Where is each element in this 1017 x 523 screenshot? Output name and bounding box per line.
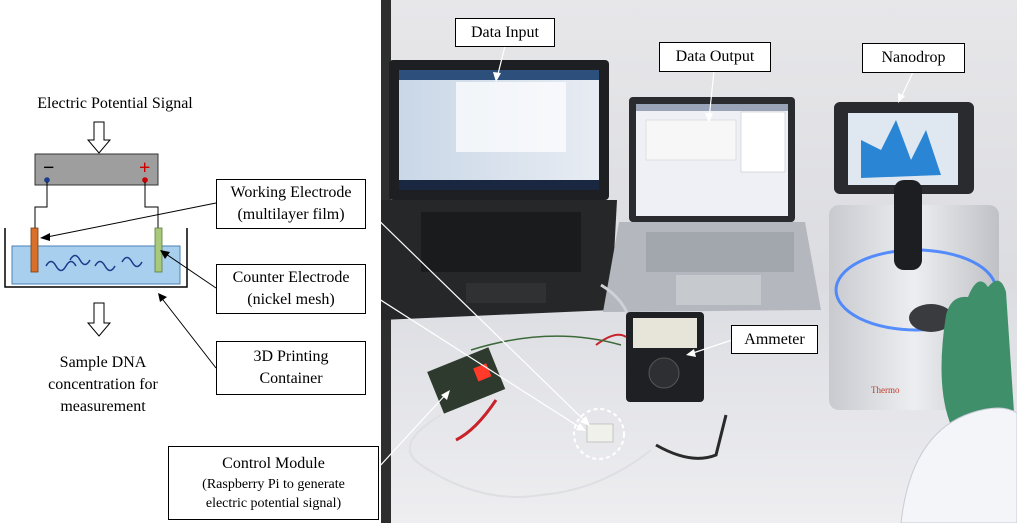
sample-container bbox=[586, 423, 614, 443]
data-input-label: Data Input bbox=[455, 18, 555, 47]
container-walls bbox=[4, 228, 188, 288]
label-line: (nickel mesh) bbox=[247, 291, 335, 308]
minus-terminal bbox=[44, 177, 50, 183]
result-text: Sample DNA concentration for measurement bbox=[38, 352, 168, 418]
control-module-label: Control Module (Raspberry Pi to generate… bbox=[168, 446, 379, 520]
container-label: 3D Printing Container bbox=[216, 341, 366, 395]
lab-photo: Thermo bbox=[381, 0, 1017, 523]
result-line: concentration for bbox=[48, 376, 158, 393]
label-line: Counter Electrode bbox=[232, 269, 350, 286]
plus-symbol: + bbox=[139, 157, 150, 179]
ammeter-label: Ammeter bbox=[731, 325, 818, 354]
label-line: Control Module bbox=[222, 455, 325, 472]
result-arrow-icon bbox=[86, 302, 112, 337]
counter-electrode bbox=[154, 227, 163, 273]
minus-symbol: − bbox=[43, 157, 54, 179]
working-electrode bbox=[30, 227, 39, 273]
gloved-hand bbox=[941, 280, 1014, 432]
plus-wire bbox=[144, 182, 159, 228]
dna-strand bbox=[69, 254, 91, 266]
nanodrop-label: Nanodrop bbox=[862, 43, 965, 73]
svg-text:Thermo: Thermo bbox=[871, 385, 900, 395]
container-highlight bbox=[573, 408, 625, 460]
plus-terminal bbox=[142, 177, 148, 183]
result-line: Sample DNA bbox=[59, 354, 147, 371]
signal-title: Electric Potential Signal bbox=[37, 95, 193, 112]
dna-strand bbox=[121, 256, 143, 268]
dna-strand bbox=[45, 260, 77, 272]
signal-arrow-icon bbox=[86, 121, 112, 154]
power-supply-box bbox=[34, 153, 159, 186]
label-line: Working Electrode bbox=[230, 184, 352, 201]
label-line: (Raspberry Pi to generate bbox=[202, 477, 345, 492]
label-line: (multilayer film) bbox=[237, 206, 345, 223]
result-line: measurement bbox=[60, 398, 146, 415]
lab-coat bbox=[900, 407, 1017, 523]
label-line: 3D Printing bbox=[253, 348, 329, 365]
dna-strand bbox=[94, 260, 116, 272]
data-output-label: Data Output bbox=[659, 42, 771, 72]
minus-wire bbox=[34, 182, 48, 228]
label-line: electric potential signal) bbox=[205, 496, 342, 511]
schematic: − + bbox=[4, 121, 217, 369]
counter-electrode-label: Counter Electrode (nickel mesh) bbox=[216, 264, 366, 314]
label-line: Container bbox=[259, 370, 323, 387]
working-electrode-label: Working Electrode (multilayer film) bbox=[216, 179, 366, 229]
